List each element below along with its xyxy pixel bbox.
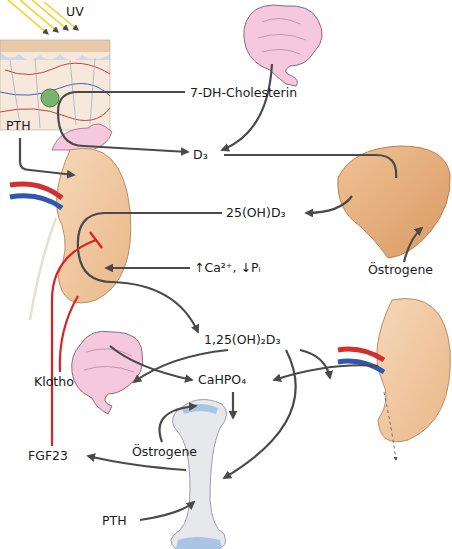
text-label: PTH bbox=[102, 513, 127, 528]
text-label: ↑Ca²⁺, ↓Pᵢ bbox=[194, 260, 261, 275]
text-label: Klotho bbox=[34, 374, 74, 389]
text-label: 25(OH)D₃ bbox=[226, 205, 286, 220]
text-label: Östrogene bbox=[368, 262, 433, 277]
kidney-left bbox=[10, 124, 131, 320]
pathway-arrows bbox=[20, 64, 422, 520]
text-label: FGF23 bbox=[28, 448, 68, 463]
text-label: 7-DH-Cholesterin bbox=[190, 85, 297, 100]
skin-section bbox=[0, 40, 110, 130]
text-label: Östrogene bbox=[132, 444, 197, 459]
text-label: 1,25(OH)₂D₃ bbox=[204, 332, 280, 347]
intestine-bottom bbox=[72, 331, 143, 414]
text-label: D₃ bbox=[193, 147, 208, 162]
text-label: CaHPO₄ bbox=[198, 372, 246, 387]
kidney-right bbox=[338, 299, 450, 460]
inhibition-lines bbox=[52, 232, 102, 446]
intestine-top bbox=[244, 5, 322, 86]
femur-bone bbox=[171, 400, 227, 549]
text-label: PTH bbox=[6, 118, 31, 133]
text-label: UV bbox=[66, 4, 84, 19]
